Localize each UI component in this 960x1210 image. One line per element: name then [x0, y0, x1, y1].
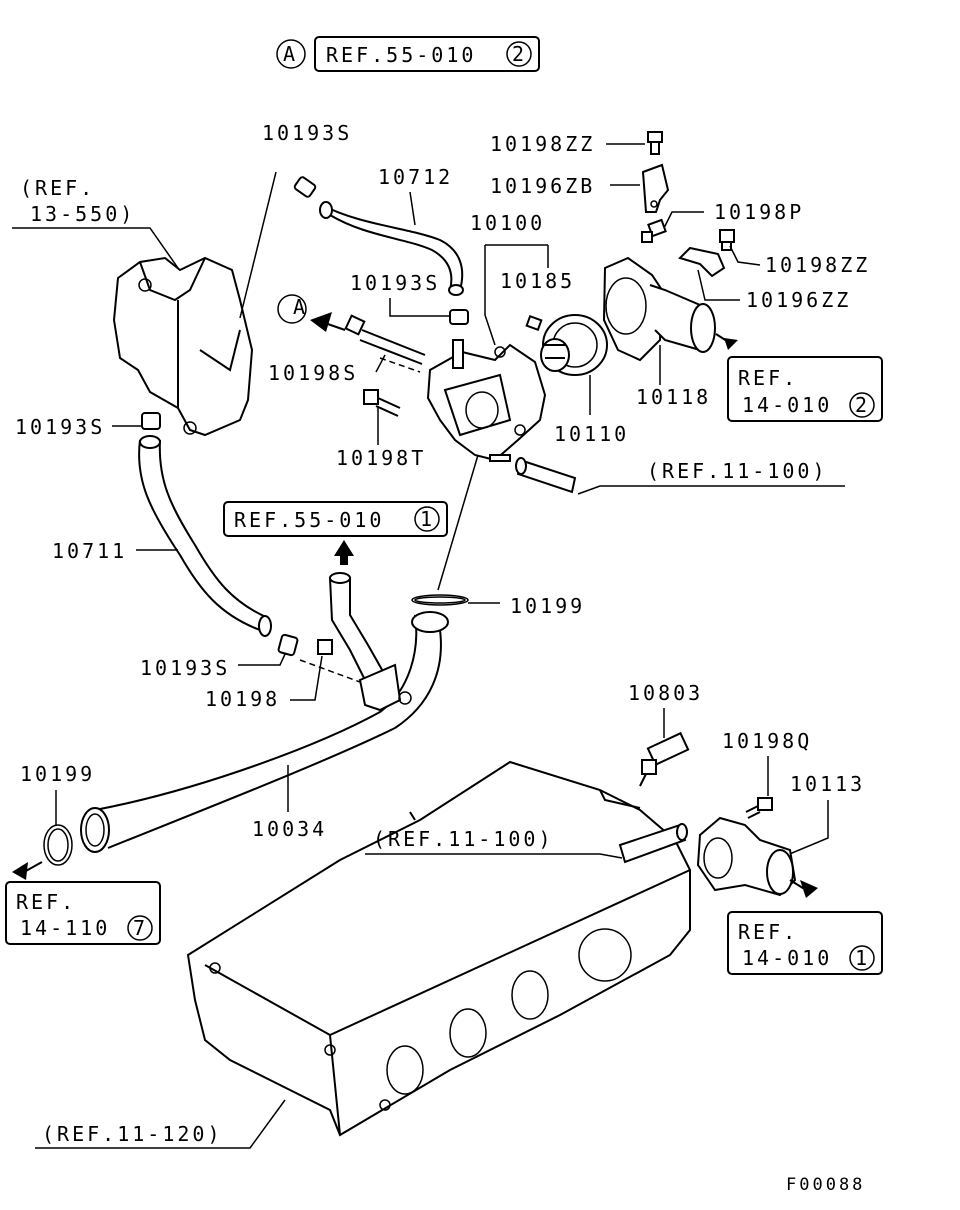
- label-10198q: 10198Q: [722, 729, 812, 753]
- svg-text:REF.: REF.: [738, 920, 798, 944]
- svg-text:7: 7: [133, 916, 148, 940]
- top-reference: A REF.55-010 2: [276, 36, 540, 72]
- svg-text:(REF.: (REF.: [20, 176, 95, 200]
- label-10712: 10712: [378, 165, 453, 189]
- svg-text:14-010: 14-010: [742, 393, 832, 417]
- label-10193s-top: 10193S: [262, 121, 352, 145]
- bolt-10198q: [745, 797, 773, 819]
- label-10198: 10198: [205, 687, 280, 711]
- label-10198t: 10198T: [336, 446, 426, 470]
- svg-text:13-550): 13-550): [30, 202, 135, 226]
- label-10110: 10110: [554, 422, 629, 446]
- bolt-10198zz-top: [647, 131, 663, 155]
- label-10198zz-top: 10198ZZ: [490, 132, 595, 156]
- svg-text:2: 2: [855, 393, 870, 417]
- water-outlet-10118: [602, 256, 716, 362]
- ref-11-100-upper: (REF.11-100): [647, 459, 828, 483]
- label-10118: 10118: [636, 385, 711, 409]
- boxed-ref-14-110-7: REF. 14-110 7: [5, 881, 161, 945]
- svg-text:1: 1: [420, 507, 435, 531]
- svg-text:REF.: REF.: [16, 890, 76, 914]
- svg-text:REF.: REF.: [738, 366, 798, 390]
- gasket-10199-mid: [411, 594, 469, 606]
- clamp-10193s-left: [141, 412, 161, 430]
- marker-a-mid: A: [293, 295, 308, 319]
- pipe-10034: [80, 572, 449, 853]
- throttle-housing: [112, 256, 254, 437]
- hose-10711: [138, 435, 272, 637]
- pipe-ref-11-100-upper: [515, 457, 577, 494]
- label-10198zz-right: 10198ZZ: [765, 253, 870, 277]
- boxed-ref-14-010-2: REF. 14-010 2: [727, 356, 883, 422]
- label-10193s-mid: 10193S: [350, 271, 440, 295]
- water-housing-10100: [426, 339, 547, 462]
- label-10199-left: 10199: [20, 762, 95, 786]
- ref-11-100-lower: (REF.11-100): [373, 827, 554, 851]
- bracket-10196zz: [678, 246, 726, 278]
- label-10193s-low: 10193S: [140, 656, 230, 680]
- bolt-10198s: [344, 314, 426, 365]
- label-10100: 10100: [470, 211, 545, 235]
- svg-text:14-110: 14-110: [20, 916, 110, 940]
- bolt-10198: [317, 639, 333, 655]
- clamp-10193s-top: [293, 176, 317, 198]
- svg-text:1: 1: [855, 946, 870, 970]
- pipe-ref-11-100-lower: [618, 823, 688, 864]
- label-10185: 10185: [500, 269, 575, 293]
- gasket-10185: [525, 314, 543, 332]
- svg-text:14-010: 14-010: [742, 946, 832, 970]
- label-10803: 10803: [628, 681, 703, 705]
- hose-10712: [319, 201, 464, 296]
- gasket-10199-left: [43, 824, 73, 866]
- sensor-10803: [639, 731, 690, 787]
- label-10034: 10034: [252, 817, 327, 841]
- bolt-10198t: [363, 389, 401, 417]
- boxed-ref-14-010-1: REF. 14-010 1: [727, 911, 883, 975]
- cylinder-head: [186, 760, 691, 1137]
- label-10196zz: 10196ZZ: [746, 288, 851, 312]
- bolt-10198p: [641, 218, 667, 243]
- label-10711: 10711: [52, 539, 127, 563]
- figure-code: F00088: [786, 1175, 865, 1195]
- label-10198s: 10198S: [268, 361, 358, 385]
- top-ref-circled: 2: [512, 42, 527, 66]
- ref-13-550-label: (REF. 13-550): [12, 176, 179, 269]
- top-ref-marker: A: [283, 42, 298, 66]
- label-10198p: 10198P: [714, 200, 804, 224]
- outlet-10113: [696, 816, 797, 897]
- thermostat-10110: [540, 314, 608, 376]
- top-ref-text: REF.55-010: [326, 43, 476, 67]
- label-10199-mid: 10199: [510, 594, 585, 618]
- svg-text:REF.55-010: REF.55-010: [234, 508, 384, 532]
- clamp-10193s-low: [277, 633, 299, 657]
- label-10193s-left: 10193S: [15, 415, 105, 439]
- boxed-ref-55-010-1: REF.55-010 1: [223, 501, 448, 537]
- clamp-10193s-mid: [449, 309, 469, 325]
- leader-10193s-top: [239, 171, 277, 319]
- label-10113: 10113: [790, 772, 865, 796]
- label-10196zb: 10196ZB: [490, 174, 595, 198]
- bolt-10198zz-right: [719, 229, 735, 251]
- bracket-10196zb: [641, 163, 670, 213]
- ref-11-120: (REF.11-120): [42, 1122, 223, 1146]
